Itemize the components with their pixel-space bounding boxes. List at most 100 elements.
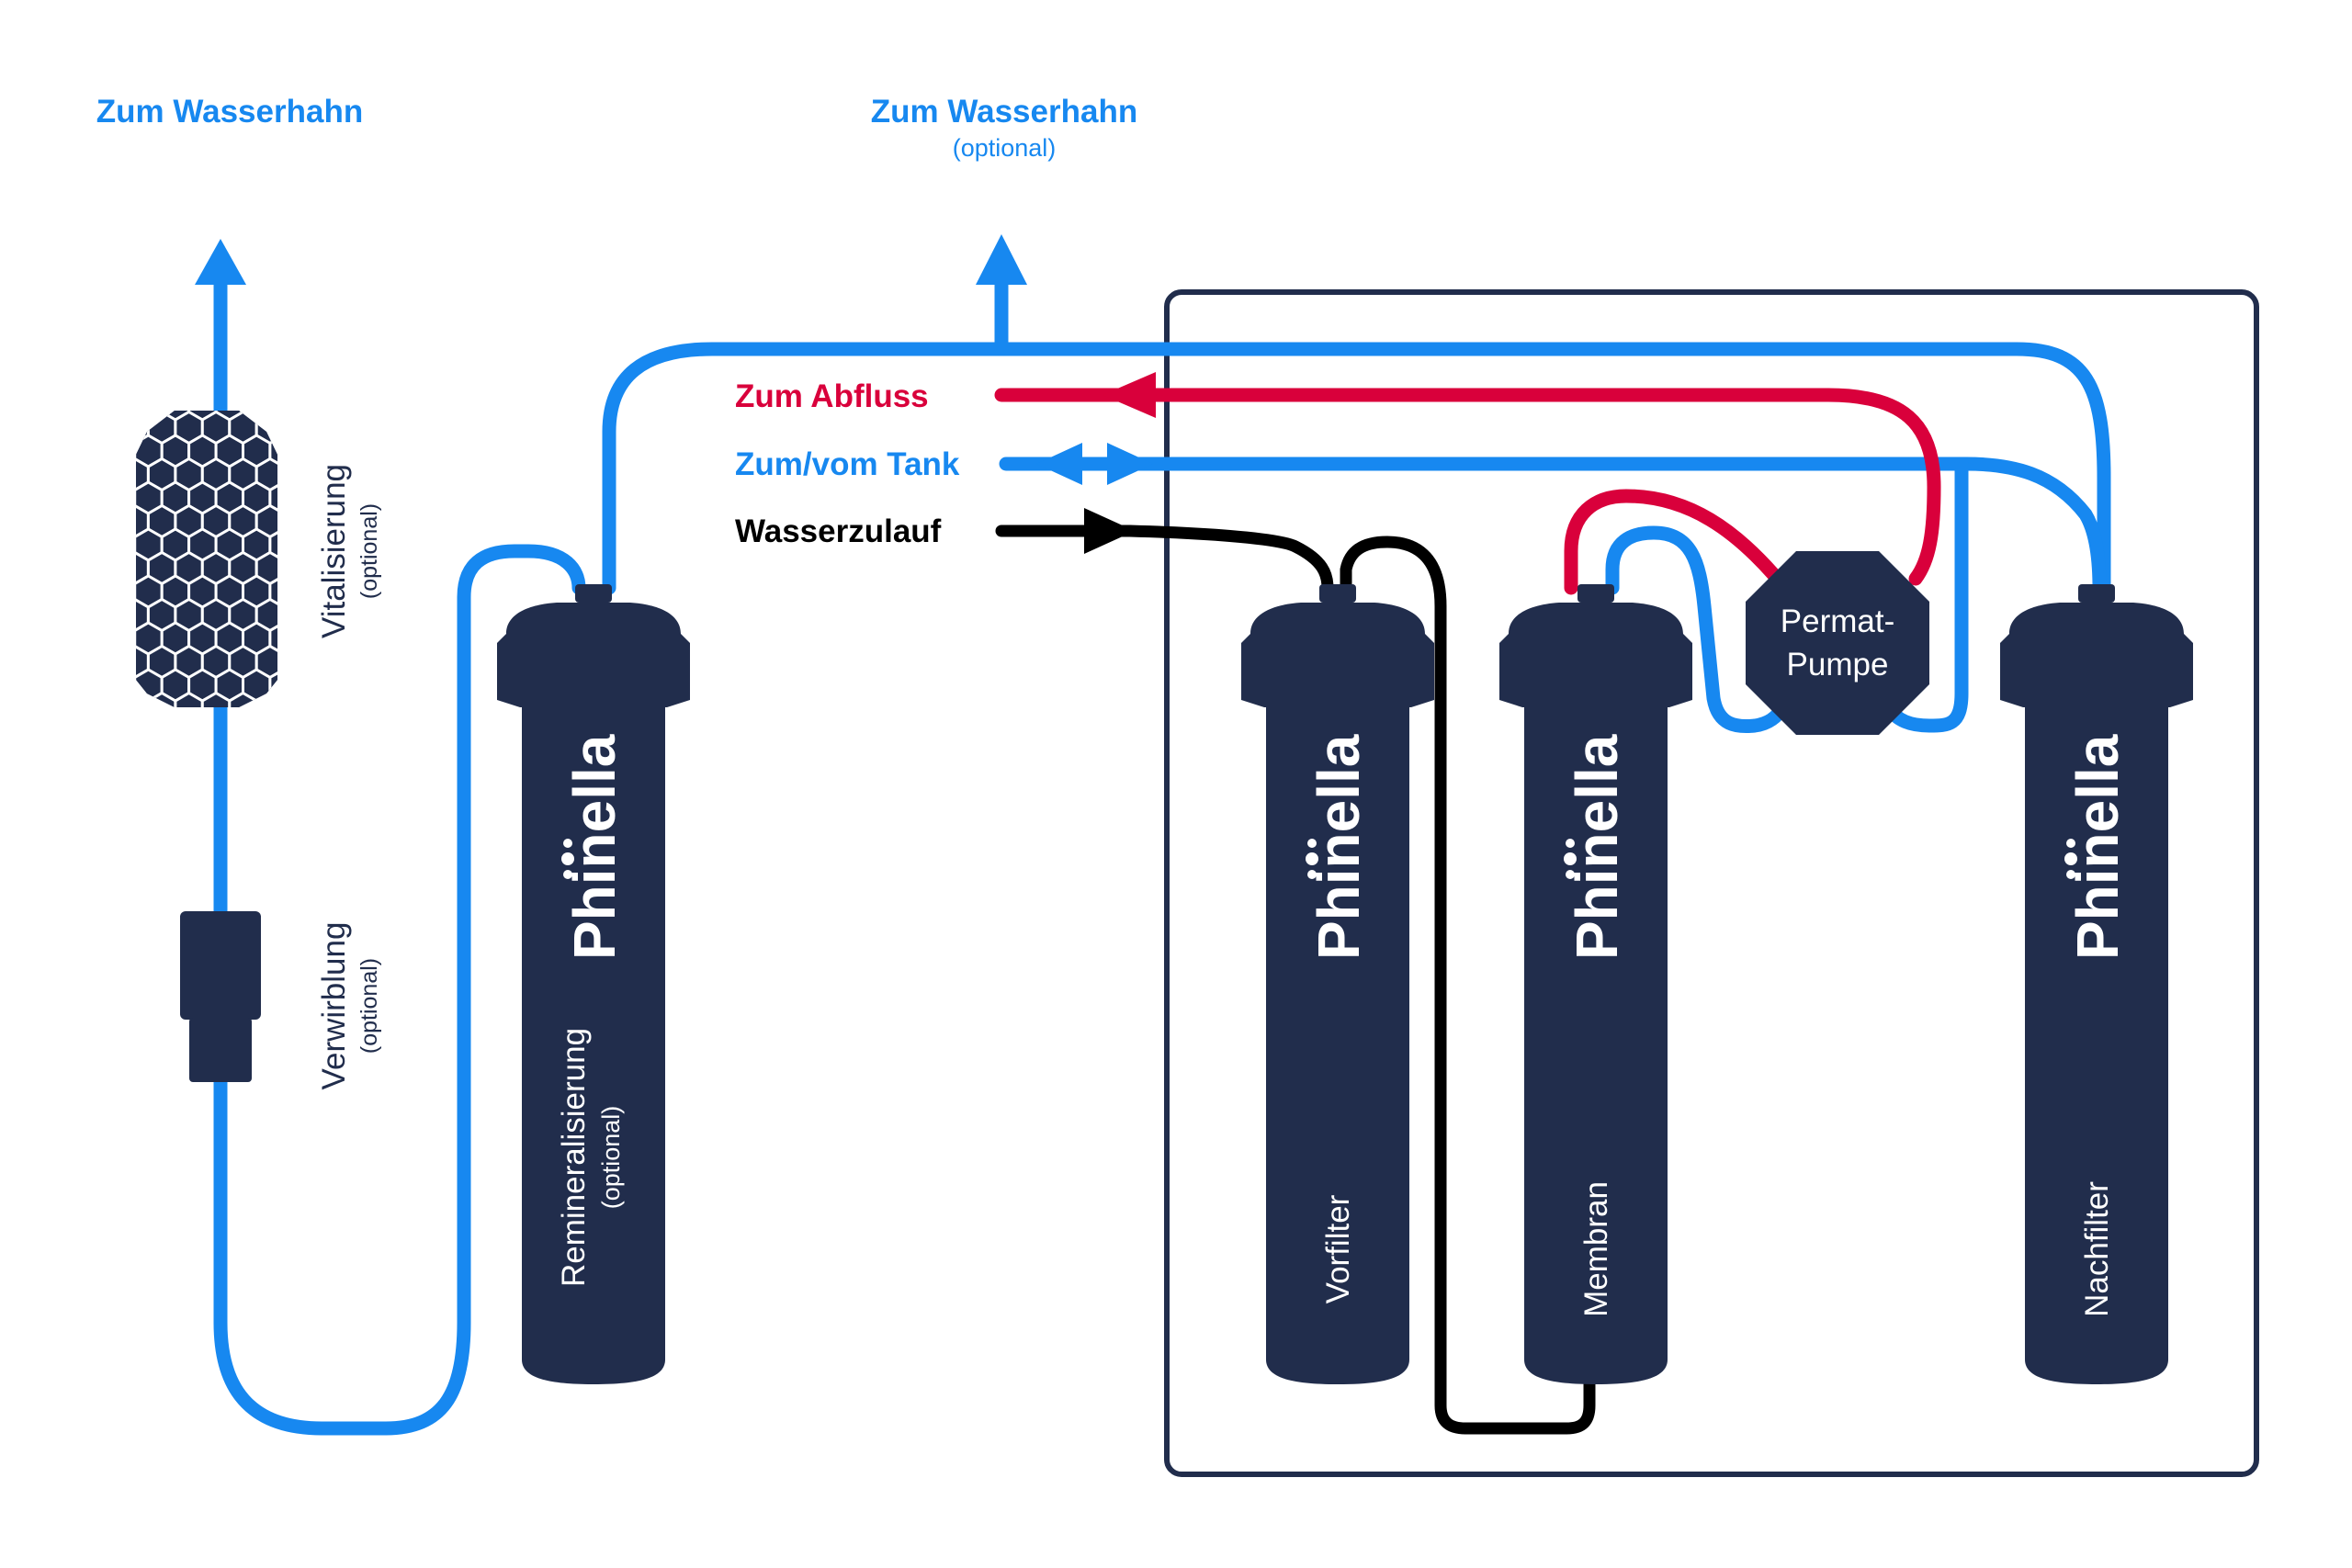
hexagon-cell — [162, 716, 188, 748]
brand-droplet-icon — [1564, 852, 1577, 865]
pipe-u-bend — [213, 544, 586, 1436]
pipe-membrane-drain — [1564, 489, 1781, 595]
hexagon-cell — [254, 691, 277, 707]
tank-label: Zum/vom Tank — [735, 446, 960, 482]
arrow-left-icon — [1102, 372, 1156, 418]
cartridge-body — [1266, 703, 1409, 1384]
faucet-center-note: (optional) — [953, 134, 1057, 162]
cartridge-neck — [1577, 584, 1614, 603]
vitalization-label: Vitalisierung — [316, 464, 352, 638]
cartridge-head — [1499, 603, 1692, 707]
hexagon-cell — [284, 740, 311, 772]
brand-droplet-icon — [1566, 839, 1575, 848]
postfilter-label: Nachfilter — [2079, 1181, 2115, 1317]
hexagon-cell — [284, 600, 311, 631]
brand-droplet-icon — [563, 839, 572, 848]
pipe-inlet — [995, 525, 1334, 594]
prefilter-label: Vorfilter — [1320, 1194, 1356, 1303]
double-arrow-icon — [1036, 443, 1082, 485]
hexagon-cell — [268, 411, 277, 422]
red-pipe — [994, 388, 1941, 595]
cartridge-head — [1241, 603, 1434, 707]
vitalization-module — [107, 411, 311, 772]
black-pipe — [995, 525, 1596, 1435]
hexagon-cell — [268, 668, 277, 703]
hexagon-cell — [136, 480, 137, 515]
pump-label-line2: Pumpe — [1787, 647, 1889, 682]
permeate-pump: Permat- Pumpe — [1746, 551, 1929, 735]
brand-droplet-icon — [1307, 839, 1317, 848]
hexagon-cell — [284, 553, 311, 584]
hexagon-pattern-icon — [107, 411, 311, 772]
brand-logo: Phinella — [2064, 734, 2131, 960]
hexagon-cell — [230, 740, 256, 772]
hexagon-cell — [284, 412, 311, 444]
hexagon-cell — [136, 574, 137, 609]
hexagon-cell — [107, 716, 134, 748]
hexagon-cell — [136, 411, 137, 422]
hexagon-cell — [268, 574, 277, 609]
hexagon-cell — [284, 459, 311, 491]
swirl-module — [180, 911, 261, 1082]
brand-droplet-icon — [2066, 839, 2075, 848]
hexagon-cell — [136, 621, 137, 656]
hexagon-cell — [135, 716, 163, 748]
double-arrow-icon — [1107, 443, 1153, 485]
hexagon-cell — [268, 527, 277, 562]
hexagon-cell — [148, 740, 175, 772]
blue-pipes — [213, 268, 2111, 1436]
hexagon-cell — [268, 480, 277, 515]
cartridge-head — [2000, 603, 2193, 707]
pipe-drain — [994, 388, 1941, 586]
brand-droplet-icon — [1566, 870, 1575, 879]
brand-logo: Phinella — [561, 734, 628, 960]
hexagon-cell — [268, 621, 277, 656]
brand-droplet-icon — [561, 852, 574, 865]
inlet-label: Wasserzulauf — [735, 513, 942, 549]
drain-label: Zum Abfluss — [735, 378, 929, 414]
faucet-center-label: Zum Wasserhahn — [871, 94, 1137, 130]
hexagon-cell — [136, 434, 137, 468]
arrow-up-icon — [976, 234, 1027, 285]
remineralization-note: (optional) — [597, 1106, 625, 1210]
hexagon-cell — [284, 506, 311, 537]
cartridge-body — [2025, 703, 2168, 1384]
cartridge-neck — [1319, 584, 1356, 603]
vitalization-note: (optional) — [356, 503, 382, 599]
membrane-label: Membran — [1578, 1181, 1614, 1317]
hexagon-cell — [146, 691, 177, 707]
hexagon-cell — [136, 668, 137, 703]
cartridge-neck — [575, 584, 612, 603]
hexagon-cell — [242, 411, 272, 422]
pipe-tank-branch — [1881, 457, 1969, 733]
hexagon-cell — [228, 691, 258, 707]
brand-droplet-icon — [2064, 852, 2077, 865]
pipe-prefilter-membrane — [1340, 536, 1596, 1435]
hexagon-cell — [189, 716, 217, 748]
arrow-right-icon — [1084, 508, 1135, 554]
brand-logo: Phinella — [1306, 734, 1372, 960]
brand-droplet-icon — [1306, 852, 1318, 865]
hexagon-cell — [243, 716, 270, 748]
hexagon-cell — [175, 740, 202, 772]
brand-droplet-icon — [1307, 870, 1317, 879]
hexagon-cell — [284, 647, 311, 678]
hexagon-cell — [270, 716, 298, 748]
cartridge-body — [1524, 703, 1668, 1384]
pipe-top-main — [602, 342, 2111, 595]
faucet-left-label: Zum Wasserhahn — [96, 94, 363, 130]
arrow-up-icon — [195, 239, 246, 285]
cartridge-neck — [2078, 584, 2115, 603]
brand-droplet-icon — [563, 870, 572, 879]
hexagon-cell — [121, 740, 148, 772]
swirl-note: (optional) — [356, 958, 382, 1054]
swirl-label: Verwirblung — [316, 922, 352, 1090]
cartridge-body — [522, 703, 665, 1384]
brand-droplet-icon — [2066, 870, 2075, 879]
hexagon-cell — [136, 527, 137, 562]
